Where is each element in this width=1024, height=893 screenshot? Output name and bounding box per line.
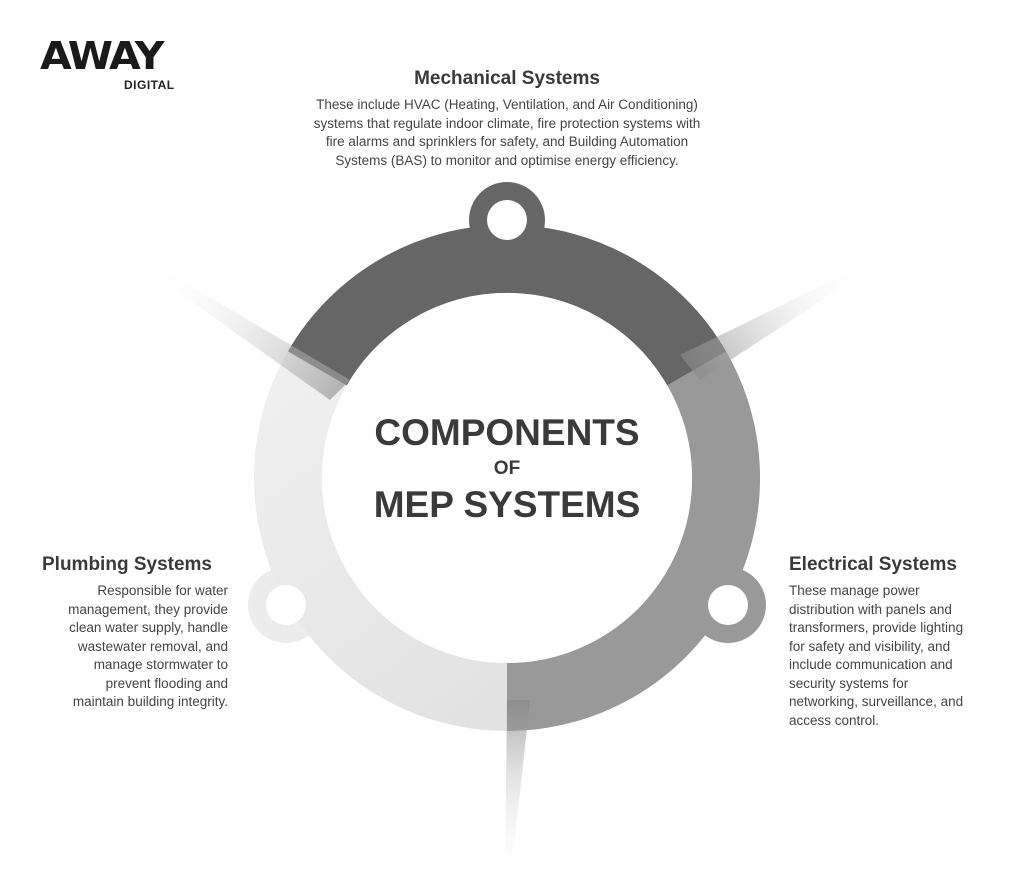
text-line: access control. [789,712,880,728]
plumbing-description: Responsible for water management, they p… [20,582,228,712]
electrical-description: These manage power distribution with pan… [789,582,1019,730]
text-line: prevent flooding and [105,675,228,691]
title-line-1: COMPONENTS [374,412,640,453]
electrical-title: Electrical Systems [789,554,957,575]
center-disc [322,293,692,663]
mechanical-description: These include HVAC (Heating, Ventilation… [250,96,764,170]
text-line: manage stormwater to [93,657,228,672]
electrical-knob-hole [708,585,748,625]
plumbing-knob-hole [266,585,306,625]
mechanical-title: Mechanical Systems [414,68,600,89]
electrical-section: Electrical Systems These manage power di… [789,554,1019,730]
diagram-title: COMPONENTS OF MEP SYSTEMS [307,410,707,528]
text-line: networking, surveillance, and [789,694,964,709]
text-line: maintain building integrity. [72,694,228,709]
plumbing-segment [254,351,508,731]
text-line: Systems (BAS) to monitor and optimise en… [335,152,679,168]
logo-wordmark: AWAY [40,34,164,78]
text-line: These manage power [789,583,920,598]
away-digital-logo: AWAY DIGITAL [40,36,174,92]
text-line: clean water supply, handle [69,620,228,635]
mechanical-section: Mechanical Systems These include HVAC (H… [250,68,764,170]
title-line-2: OF [493,458,521,479]
text-line: systems that regulate indoor climate, fi… [313,115,701,131]
text-line: distribution with panels and [789,601,952,617]
text-line: Responsible for water [97,583,228,598]
ray-upper-right [680,268,862,380]
plumbing-title: Plumbing Systems [42,554,212,575]
ray-bottom [505,700,530,885]
text-line: for safety and visibility, and [789,638,951,654]
mechanical-knob-hole [487,200,527,240]
title-line-3: MEP SYSTEMS [373,484,641,525]
text-line: transformers, provide lighting [789,620,964,635]
text-line: These include HVAC (Heating, Ventilation… [316,97,698,112]
ray-upper-left [150,268,350,400]
text-line: wastewater removal, and [77,638,228,654]
text-line: fire alarms and sprinklers for safety, a… [325,134,689,149]
electrical-segment [506,351,760,731]
plumbing-section: Plumbing Systems Responsible for water m… [20,554,228,712]
mechanical-segment [287,224,727,386]
text-line: include communication and [789,657,953,672]
text-line: security systems for [789,675,909,691]
text-line: management, they provide [68,601,228,617]
logo-subtitle: DIGITAL [124,78,175,92]
